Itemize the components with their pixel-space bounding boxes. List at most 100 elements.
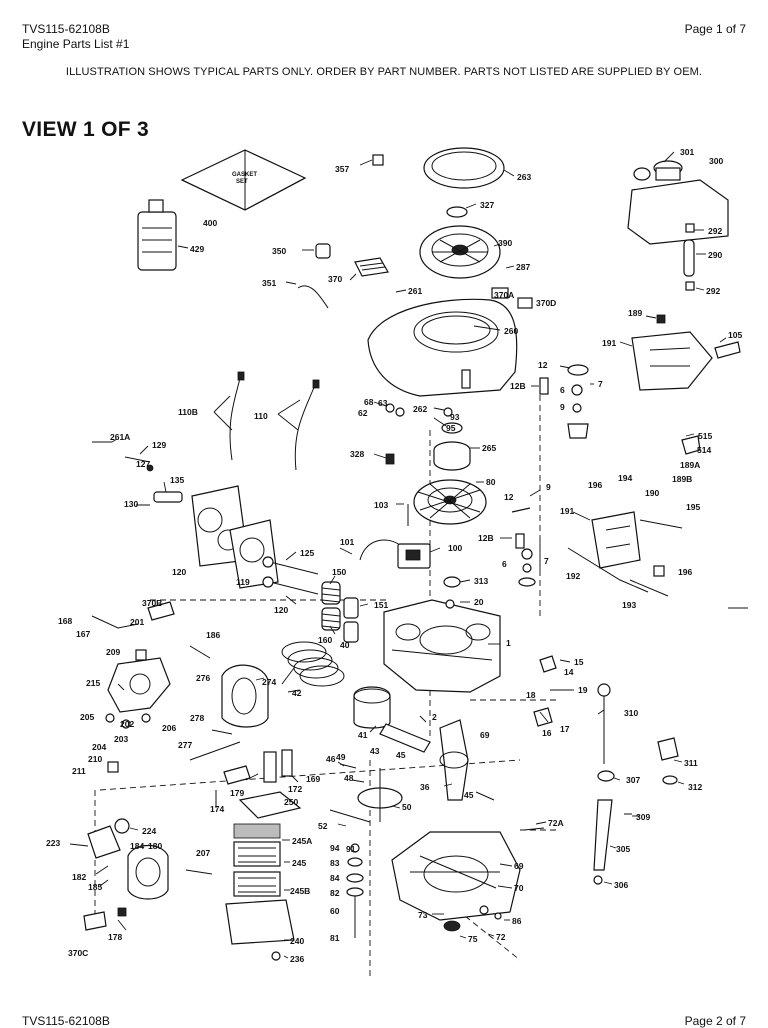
callout: 311 bbox=[684, 758, 698, 768]
bolt-72 bbox=[479, 905, 489, 915]
callout: 179 bbox=[230, 788, 244, 798]
callout: 6 bbox=[502, 559, 507, 569]
part-172 bbox=[281, 749, 293, 777]
callout: 305 bbox=[616, 844, 630, 854]
callout: 196 bbox=[588, 480, 602, 490]
callout: 178 bbox=[108, 932, 122, 942]
callout: 83 bbox=[330, 858, 340, 868]
callout: 196 bbox=[678, 567, 692, 577]
callout: 130 bbox=[124, 499, 138, 509]
callout: 182 bbox=[72, 872, 86, 882]
callout: 215 bbox=[86, 678, 100, 688]
illustration-notice: ILLUSTRATION SHOWS TYPICAL PARTS ONLY. O… bbox=[65, 66, 703, 78]
callout: 245A bbox=[292, 836, 312, 846]
callout: 49 bbox=[336, 752, 346, 762]
callout: 60 bbox=[330, 906, 340, 916]
callout: 209 bbox=[106, 647, 120, 657]
dipstick-tube bbox=[593, 799, 613, 871]
oring-307 bbox=[597, 770, 615, 782]
callout: 292 bbox=[708, 226, 722, 236]
choke-knob bbox=[297, 243, 331, 309]
gasket-label-line1: GASKET bbox=[232, 172, 257, 178]
callout: 184 bbox=[130, 841, 144, 851]
callout: 306 bbox=[614, 880, 628, 890]
callout: 260 bbox=[504, 326, 518, 336]
callout: 185 bbox=[88, 882, 102, 892]
callout: 120 bbox=[172, 567, 186, 577]
control-bracket-lower bbox=[591, 511, 641, 569]
ignition-coil bbox=[359, 539, 431, 569]
callout: 91 bbox=[346, 844, 356, 854]
callout: 12B bbox=[478, 533, 494, 543]
callout: 72A bbox=[548, 818, 564, 828]
callout: 180 bbox=[148, 841, 162, 851]
callout: 223 bbox=[46, 838, 60, 848]
callout: 210 bbox=[88, 754, 102, 764]
callout: 327 bbox=[480, 200, 494, 210]
air-screen bbox=[354, 257, 389, 277]
callout: 240 bbox=[290, 936, 304, 946]
callout: 245B bbox=[290, 886, 310, 896]
callout: 12B bbox=[510, 381, 526, 391]
decal-370a bbox=[491, 287, 509, 299]
callout: 119 bbox=[236, 577, 250, 587]
callout: 250 bbox=[284, 797, 298, 807]
callout: 40 bbox=[340, 640, 350, 650]
oring-306 bbox=[593, 875, 603, 885]
fuel-tank bbox=[627, 160, 729, 245]
dipstick bbox=[597, 683, 611, 764]
needle-205 bbox=[105, 713, 115, 723]
callout: 350 bbox=[272, 246, 286, 256]
callout: 20 bbox=[474, 597, 484, 607]
callout: 211 bbox=[72, 766, 86, 776]
callout: 16 bbox=[542, 728, 552, 738]
drain-plug-311 bbox=[657, 737, 679, 761]
screw-236 bbox=[271, 951, 281, 961]
oil-bottle bbox=[137, 199, 177, 271]
callout: 205 bbox=[80, 712, 94, 722]
callout: 14 bbox=[564, 667, 574, 677]
callout: 2 bbox=[432, 712, 437, 722]
carburetor-bowl bbox=[127, 844, 169, 900]
governor-lever bbox=[714, 341, 741, 359]
callout: 328 bbox=[350, 449, 364, 459]
callout: 168 bbox=[58, 616, 72, 626]
fuel-line bbox=[683, 223, 695, 291]
callout: 46 bbox=[326, 754, 336, 764]
piston bbox=[353, 686, 391, 729]
callout: 357 bbox=[335, 164, 349, 174]
valves bbox=[262, 556, 319, 595]
bracket-179 bbox=[223, 765, 251, 785]
part-223 bbox=[87, 825, 121, 859]
callout: 172 bbox=[288, 784, 302, 794]
callout: 84 bbox=[330, 873, 340, 883]
bolt-46 bbox=[475, 791, 495, 801]
callout: 290 bbox=[708, 250, 722, 260]
callout: 7 bbox=[544, 556, 549, 566]
callout: 514 bbox=[697, 445, 711, 455]
air-cleaner-stack bbox=[225, 791, 302, 945]
callout: 400 bbox=[203, 218, 217, 228]
spring-207 bbox=[185, 869, 213, 875]
callout: 48 bbox=[344, 773, 354, 783]
camshaft bbox=[357, 768, 403, 822]
callout: 189B bbox=[672, 474, 692, 484]
footer-document-id: TVS115-62108B bbox=[22, 1014, 110, 1028]
ignition-wires bbox=[229, 371, 320, 471]
recoil-starter bbox=[419, 225, 501, 279]
callout: 70 bbox=[514, 883, 524, 893]
flywheel bbox=[413, 479, 487, 525]
starter-dog-disc bbox=[446, 206, 468, 218]
callout: 86 bbox=[512, 916, 522, 926]
callout: 36 bbox=[420, 782, 430, 792]
callout: 224 bbox=[142, 826, 156, 836]
bolt-277 bbox=[189, 741, 241, 761]
callout: 351 bbox=[262, 278, 276, 288]
crankcase-cover bbox=[391, 831, 521, 921]
callout: 9 bbox=[560, 402, 565, 412]
callout: 292 bbox=[706, 286, 720, 296]
seal-75 bbox=[443, 920, 461, 932]
callout: 43 bbox=[370, 746, 380, 756]
callout: 82 bbox=[330, 888, 340, 898]
leader-lines bbox=[69, 151, 727, 959]
